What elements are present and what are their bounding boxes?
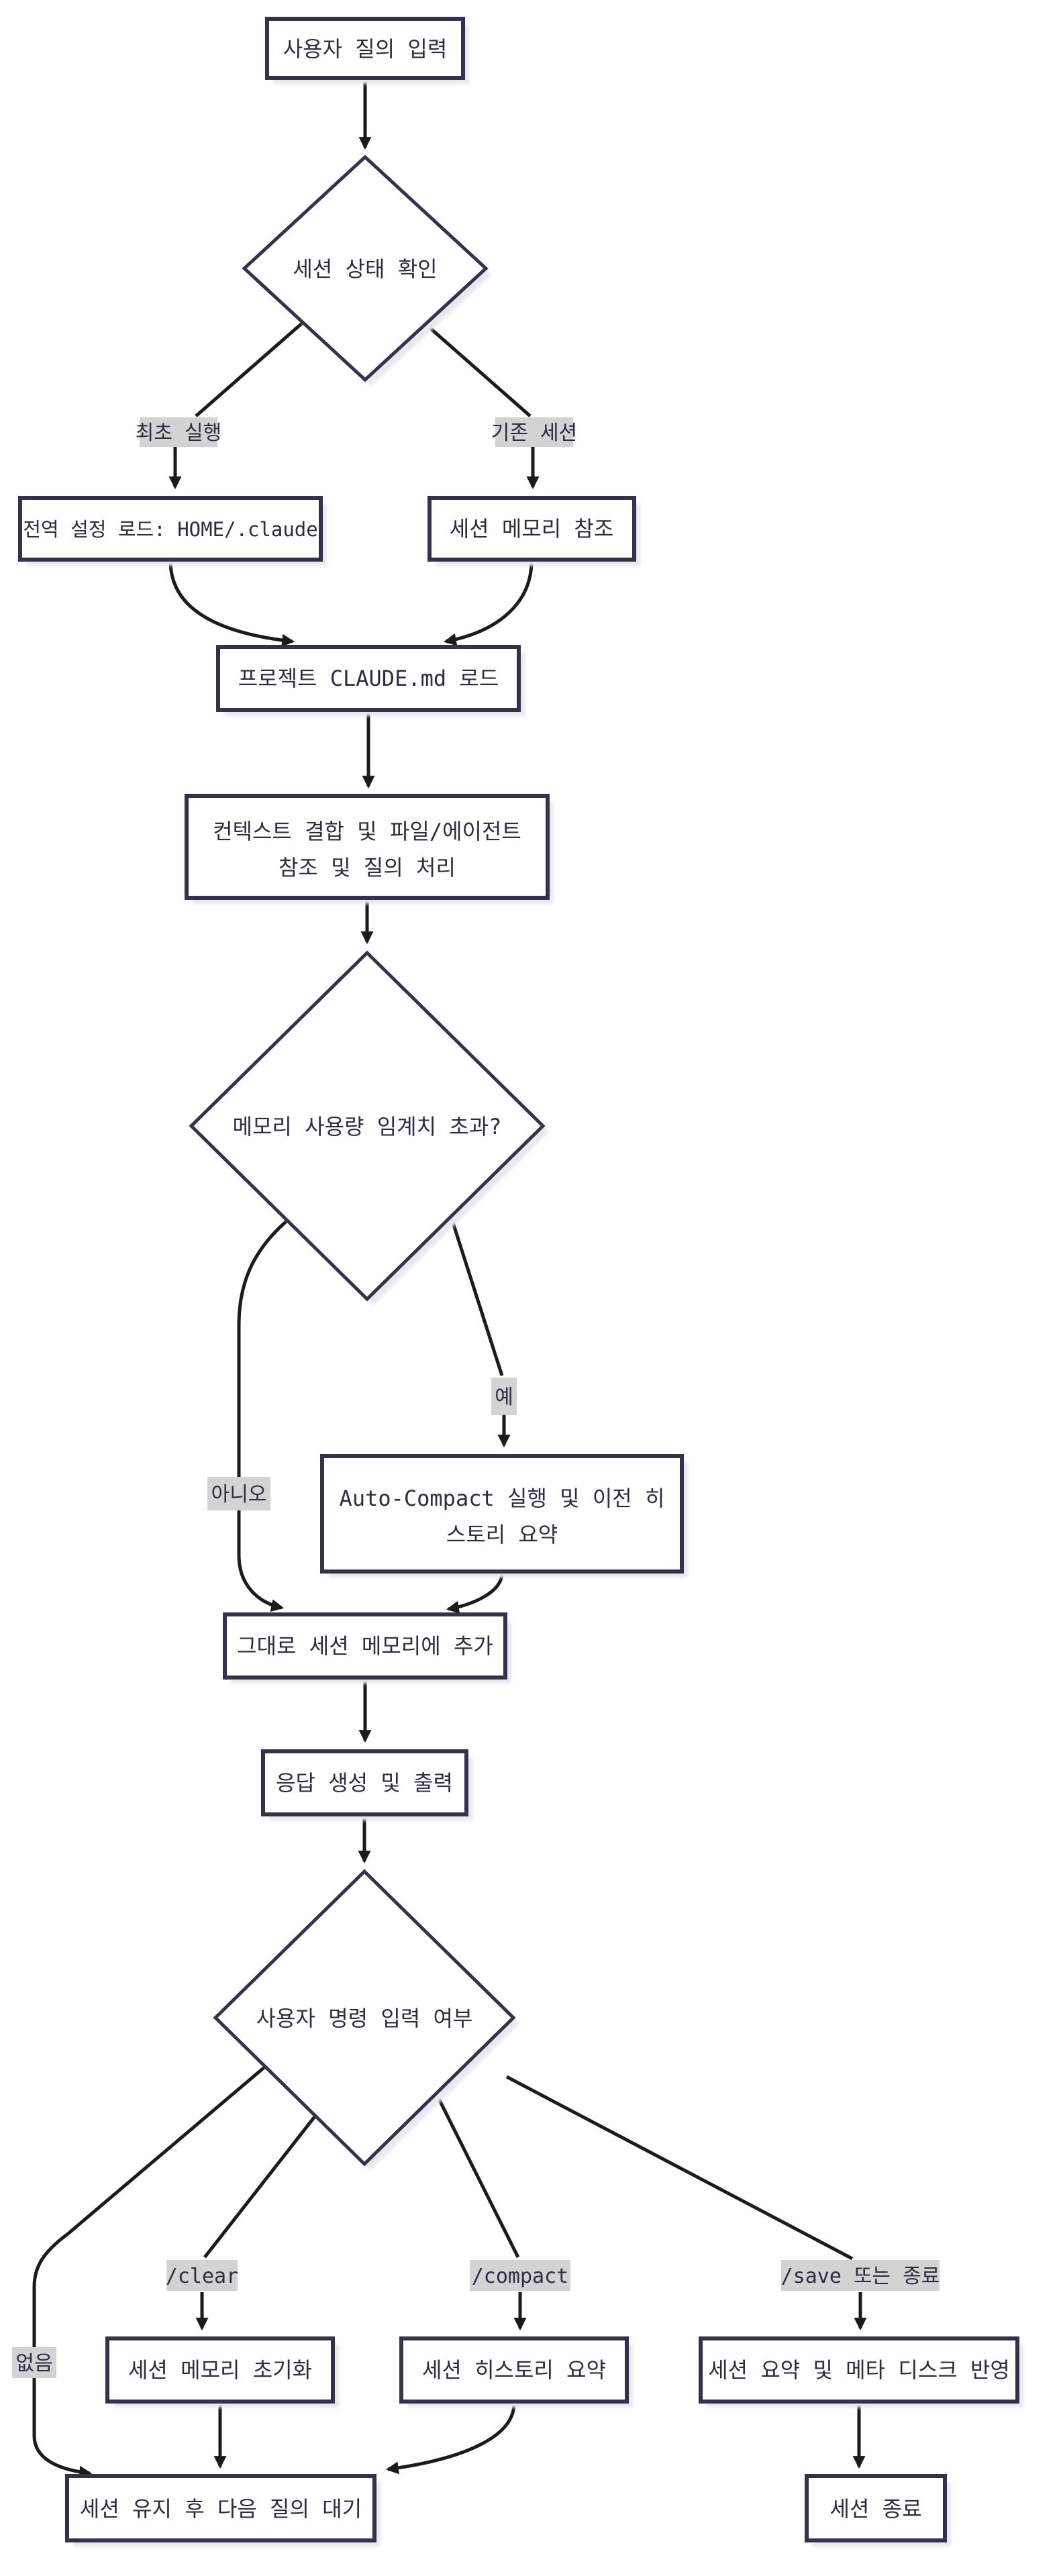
node-response-output: 응답 생성 및 출력 — [261, 1749, 472, 1820]
node-user-input: 사용자 질의 입력 — [265, 17, 469, 84]
edge-label-existing-session-text: 기존 세션 — [491, 421, 577, 445]
node-context-merge-line1: 컨텍스트 결합 및 파일/에이전트 — [213, 819, 521, 844]
edge-compact-to-keep — [385, 2403, 516, 2475]
edge-label-first-run-text: 최초 실행 — [136, 421, 221, 445]
node-response-output-label: 응답 생성 및 출력 — [276, 1770, 453, 1796]
node-save-session-meta: 세션 요약 및 메타 디스크 반영 — [699, 2336, 1023, 2408]
edge-label-none-text: 없음 — [15, 2352, 52, 2375]
node-command-check-label: 사용자 명령 입력 여부 — [256, 2006, 473, 2031]
edge-global-to-claudemd — [168, 560, 295, 647]
edge-label-clear-text: /clear — [166, 2265, 238, 2288]
node-project-claude-md: 프로젝트 CLAUDE.md 로드 — [216, 645, 525, 716]
edge-label-no: 아니오 — [207, 1477, 270, 1510]
node-compact-session-history: 세션 히스토리 요약 — [399, 2336, 633, 2408]
edge-label-clear: /clear — [166, 2260, 238, 2291]
node-compact-session-history-label: 세션 히스토리 요약 — [422, 2357, 606, 2383]
node-session-memory-ref: 세션 메모리 참조 — [427, 496, 640, 566]
edge-label-yes-text: 예 — [495, 1386, 513, 1409]
node-global-settings-label: 전역 설정 로드: HOME/.claude — [23, 518, 317, 541]
node-save-session-meta-label: 세션 요약 및 메타 디스크 반영 — [708, 2357, 1010, 2383]
edge-save-line — [505, 2075, 854, 2261]
node-project-claude-md-label: 프로젝트 CLAUDE.md 로드 — [238, 666, 499, 691]
edge-label-existing-session: 기존 세션 — [491, 417, 577, 447]
node-end-session: 세션 종료 — [805, 2474, 951, 2546]
edge-clear-line — [203, 2114, 317, 2259]
edge-autocompact-to-append — [446, 1572, 504, 1614]
node-keep-session-label: 세션 유지 후 다음 질의 대기 — [80, 2496, 362, 2522]
node-auto-compact-line1: Auto-Compact 실행 및 이전 히 — [340, 1486, 665, 1511]
edge-label-yes: 예 — [491, 1378, 517, 1415]
node-session-memory-ref-label: 세션 메모리 참조 — [450, 516, 614, 542]
edge-yes-line — [449, 1216, 504, 1376]
node-user-input-label: 사용자 질의 입력 — [283, 36, 448, 62]
edges — [32, 79, 867, 2479]
node-context-merge-line2: 참조 및 질의 처리 — [279, 855, 456, 880]
node-auto-compact: Auto-Compact 실행 및 이전 히 스토리 요약 — [320, 1454, 688, 1578]
edge-label-no-text: 아니오 — [211, 1483, 267, 1506]
node-keep-session: 세션 유지 후 다음 질의 대기 — [65, 2474, 381, 2546]
node-context-merge: 컨텍스트 결합 및 파일/에이전트 참조 및 질의 처리 — [185, 794, 554, 904]
node-append-memory: 그대로 세션 메모리에 추가 — [223, 1612, 511, 1684]
edge-label-save-or-exit: /save 또는 종료 — [781, 2260, 940, 2291]
node-auto-compact-line2: 스토리 요약 — [446, 1522, 558, 1547]
node-append-memory-label: 그대로 세션 메모리에 추가 — [237, 1633, 493, 1659]
edge-compact-line — [434, 2092, 520, 2259]
node-session-state-check: 세션 상태 확인 — [242, 154, 492, 386]
edge-existing-line — [423, 322, 532, 417]
node-clear-session-memory-label: 세션 메모리 초기화 — [128, 2357, 312, 2383]
node-command-check: 사용자 명령 입력 여부 — [213, 1869, 519, 2170]
edge-label-compact: /compact — [470, 2260, 570, 2291]
edge-label-save-or-exit-text: /save 또는 종료 — [781, 2265, 940, 2288]
edge-first-run-line — [195, 321, 305, 417]
edge-label-first-run: 최초 실행 — [136, 417, 221, 447]
edge-no-branch — [237, 1219, 289, 1612]
node-memory-threshold-check: 메모리 사용량 임계치 초과? — [189, 950, 549, 1305]
edge-sessionref-to-claudemd — [443, 560, 534, 646]
edge-label-none: 없음 — [12, 2347, 56, 2378]
node-clear-session-memory: 세션 메모리 초기화 — [105, 2336, 339, 2408]
node-end-session-label: 세션 종료 — [829, 2496, 921, 2522]
node-global-settings-load: 전역 설정 로드: HOME/.claude — [18, 496, 327, 566]
node-memory-threshold-label: 메모리 사용량 임계치 초과? — [233, 1114, 502, 1139]
node-session-state-label: 세션 상태 확인 — [293, 256, 437, 282]
edge-label-compact-text: /compact — [472, 2265, 569, 2288]
